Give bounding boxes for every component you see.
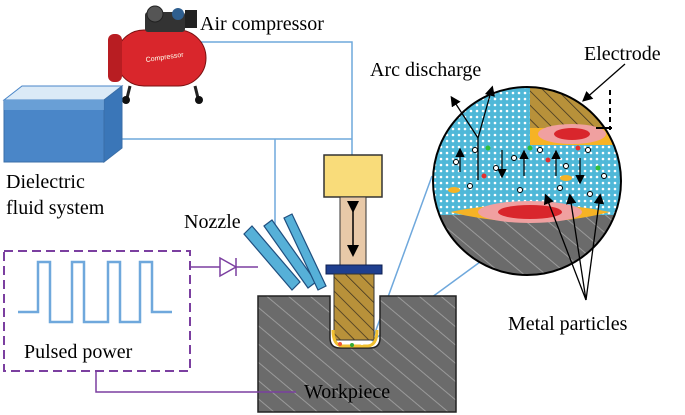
label-metal-particles: Metal particles <box>508 313 628 335</box>
fluid-tank-icon <box>2 84 124 164</box>
pointer-arrows <box>450 63 626 301</box>
label-workpiece: Workpiece <box>304 381 390 403</box>
discharge-zoom-view <box>432 86 622 276</box>
label-dielectric-line2: fluid system <box>6 197 105 219</box>
electrode-tip <box>333 273 375 341</box>
label-electrode: Electrode <box>584 43 661 65</box>
label-arc-discharge: Arc discharge <box>370 59 481 81</box>
diode-icon <box>219 256 238 278</box>
label-nozzle: Nozzle <box>184 211 241 233</box>
nozzle-icon <box>243 213 327 291</box>
pulsed-power-box <box>3 250 296 393</box>
label-pulsed-power: Pulsed power <box>24 341 133 363</box>
electrode-holder <box>325 264 383 275</box>
label-dielectric-line1: Dielectric <box>6 171 85 193</box>
label-air-compressor: Air compressor <box>200 13 324 35</box>
electrode-assembly <box>323 154 383 275</box>
workpiece <box>257 273 457 413</box>
electrode-head <box>323 154 383 198</box>
air-compressor-icon: Compressor <box>108 5 207 104</box>
pulse-waveform-icon <box>18 260 172 324</box>
